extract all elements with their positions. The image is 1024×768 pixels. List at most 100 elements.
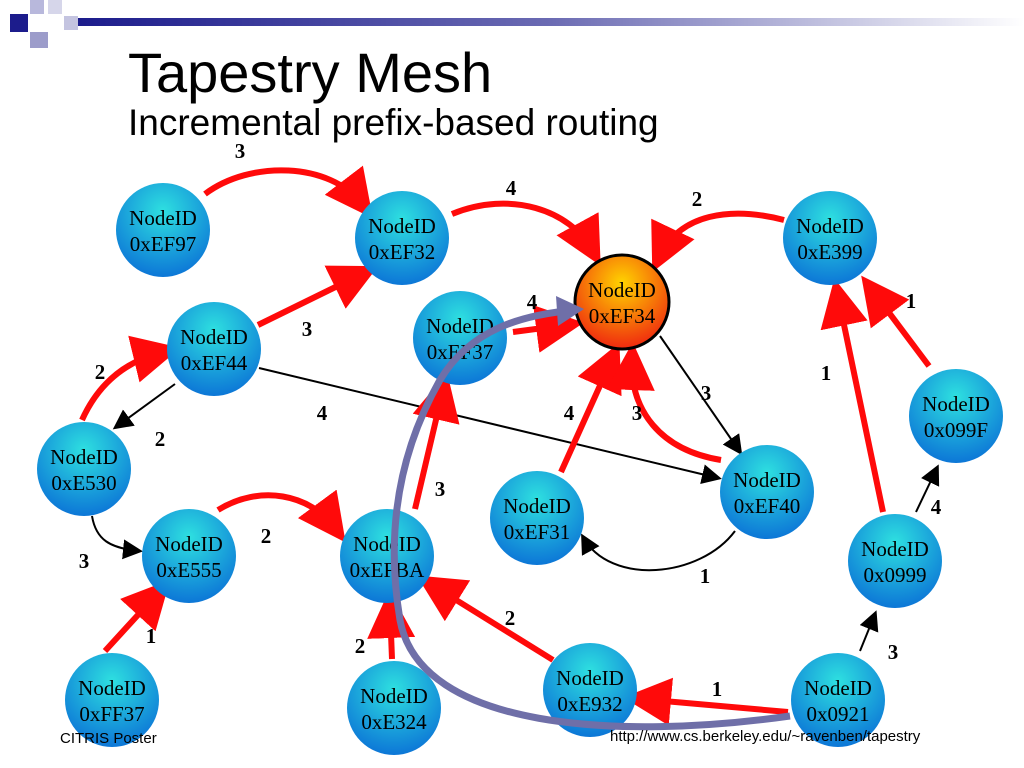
- node-label-title: NodeID: [368, 214, 436, 238]
- node-circle: [167, 302, 261, 396]
- slide-title: Tapestry Mesh: [128, 41, 493, 104]
- footer-left: CITRIS Poster: [60, 730, 157, 747]
- header-square-light: [48, 0, 62, 14]
- node-label-id: 0xEF40: [734, 494, 801, 518]
- node-label-id: 0xE530: [51, 471, 116, 495]
- node-label-id: 0x0921: [807, 702, 870, 726]
- node-label-title: NodeID: [503, 494, 571, 518]
- overlay-route-arrowhead: [556, 296, 584, 326]
- node-label-id: 0xE932: [557, 692, 622, 716]
- edge-0xFF37-to-0xE555: [102, 579, 171, 654]
- node-label-title: NodeID: [180, 325, 248, 349]
- footer-right: http://www.cs.berkeley.edu/~ravenben/tap…: [610, 728, 921, 745]
- edge-0xE932-to-0xEFBA: [416, 575, 555, 663]
- node-circle: [355, 191, 449, 285]
- edge-weight-label: 4: [317, 401, 328, 425]
- edge-0xEF40-to-0xEF34: [606, 342, 722, 463]
- edge-weight-label: 3: [632, 401, 643, 425]
- slide-subtitle: Incremental prefix-based routing: [128, 102, 659, 143]
- edge-weight-label: 2: [505, 606, 516, 630]
- node-label-id: 0xEFBA: [350, 558, 426, 582]
- edge-weight-label: 2: [155, 427, 166, 451]
- node-circle: [490, 471, 584, 565]
- node-label-id: 0xEF44: [181, 351, 248, 375]
- node-circle: [347, 661, 441, 755]
- target-node-circle: [573, 253, 671, 351]
- node-label-title: NodeID: [733, 468, 801, 492]
- node-label-id: 0xEF97: [130, 232, 197, 256]
- edge-weight-label: 3: [888, 640, 899, 664]
- node-label-title: NodeID: [922, 392, 990, 416]
- node-label-id: 0x0999: [864, 563, 927, 587]
- node-label-id: 0xEF34: [589, 304, 656, 328]
- node-label-id: 0xFF37: [79, 702, 144, 726]
- edge-weight-label: 4: [564, 401, 575, 425]
- node-circle: [909, 369, 1003, 463]
- edge-0x0999-to-0xE399: [820, 278, 886, 513]
- edge-0xEFBA-to-0xEF37: [412, 372, 460, 510]
- node-label-title: NodeID: [588, 278, 656, 302]
- node-circle: [413, 291, 507, 385]
- edge-weight-label: 4: [527, 290, 538, 314]
- edge-0x0921-to-0xE932: [623, 677, 789, 726]
- node-label-title: NodeID: [360, 684, 428, 708]
- edge-weight-label: 4: [931, 495, 942, 519]
- edge-0xEF37-to-0xEF34: [512, 305, 584, 353]
- edge-weight-label: 3: [701, 381, 712, 405]
- edge-weight-label: 1: [700, 564, 711, 588]
- node-circle: [116, 183, 210, 277]
- header-square-mid: [30, 32, 48, 48]
- edge-weight-label: 2: [355, 634, 366, 658]
- edge-0xEF34-to-0xEF40: [659, 335, 743, 456]
- header-bar: [78, 18, 1024, 26]
- edge-0x0999-to-0x099F: [915, 464, 940, 513]
- edge-weight-label: 2: [692, 187, 703, 211]
- edge-0xEF32-to-0xEF34: [450, 200, 601, 266]
- node-circle: [791, 653, 885, 747]
- node-label-id: 0xEF31: [504, 520, 571, 544]
- edge-weight-label: 3: [302, 317, 313, 341]
- edge-0xEF31-to-0xEF34: [558, 342, 622, 474]
- node-label-title: NodeID: [78, 676, 146, 700]
- edge-0xEF44-to-0xEF32: [256, 265, 379, 328]
- node-label-title: NodeID: [50, 445, 118, 469]
- edge-weight-label: 4: [506, 176, 517, 200]
- edge-0xEF44-to-0xE530: [112, 383, 176, 430]
- edge-weight-label: 3: [235, 139, 246, 163]
- node-circle: [848, 514, 942, 608]
- node-label-title: NodeID: [155, 532, 223, 556]
- edge-0xEF97-to-0xEF32: [203, 165, 373, 219]
- node-label-title: NodeID: [796, 214, 864, 238]
- edge-weight-label: 2: [95, 360, 106, 384]
- overlay-route-path: [390, 306, 791, 731]
- node-label-id: 0x099F: [924, 418, 988, 442]
- edge-0xE530-to-0xE555: [91, 515, 143, 560]
- edge-weight-label: 3: [435, 477, 446, 501]
- edge-0xEF44-to-0xEF40: [258, 367, 722, 484]
- edge-weight-label: 2: [261, 524, 272, 548]
- node-label-id: 0xE324: [361, 710, 427, 734]
- node-label-id: 0xE399: [797, 240, 862, 264]
- edge-weight-label: 1: [906, 289, 917, 313]
- header-square-dark: [10, 14, 28, 32]
- header-square-light: [64, 16, 78, 30]
- node-circle: [37, 422, 131, 516]
- node-label-title: NodeID: [804, 676, 872, 700]
- edge-weight-label: 3: [79, 549, 90, 573]
